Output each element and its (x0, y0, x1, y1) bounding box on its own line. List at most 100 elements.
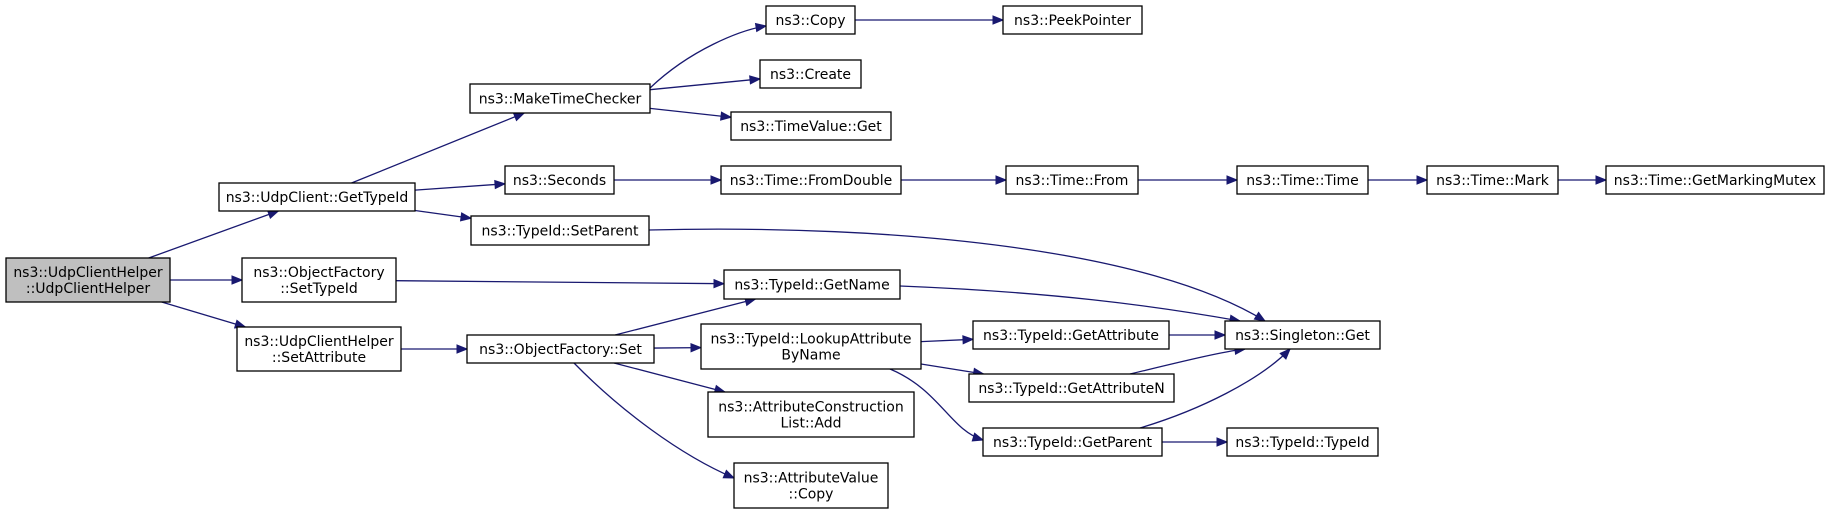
node-fromdouble[interactable]: ns3::Time::FromDouble (720, 165, 902, 195)
node-box (5, 257, 171, 303)
node-av-copy[interactable]: ns3::AttributeValue::Copy (733, 462, 889, 509)
edge-n_setparent-to-n_singleton_get (648, 228, 1267, 322)
node-label: ns3::Time::GetMarkingMutex (1614, 173, 1816, 189)
node-label: ns3::TypeId::LookupAttribute (710, 332, 911, 348)
node-box (1605, 165, 1825, 195)
node-label: ns3::Time::From (1016, 173, 1129, 189)
edge-n_lookup-to-n_getattribute (920, 335, 975, 345)
edge-n_gettypeid-to-n_maketimechecker (351, 112, 526, 184)
node-label: ::SetTypeId (280, 281, 358, 297)
node-box (968, 373, 1175, 403)
node-box (504, 165, 615, 195)
node-label: List::Add (780, 416, 841, 432)
node-box (1005, 165, 1139, 195)
node-box (466, 334, 655, 364)
node-box (982, 427, 1163, 457)
node-label: ns3::Copy (775, 13, 845, 29)
node-label: ns3::UdpClient::GetTypeId (226, 190, 409, 206)
node-box (1226, 427, 1379, 457)
node-peekpointer[interactable]: ns3::PeekPointer (1002, 5, 1143, 35)
edge-n_seconds-to-n_fromdouble (614, 175, 723, 185)
node-getname[interactable]: ns3::TypeId::GetName (723, 269, 901, 300)
edge-n_gettypeid-to-n_setparent (414, 209, 473, 222)
edge-n_getname-to-n_singleton_get (899, 285, 1242, 324)
node-box (1426, 165, 1559, 195)
node-box (218, 182, 416, 212)
node-label: ::Copy (789, 487, 834, 503)
node-box (733, 462, 889, 509)
node-box (972, 320, 1170, 350)
node-box (730, 111, 892, 141)
node-getparent[interactable]: ns3::TypeId::GetParent (982, 427, 1163, 457)
node-box (469, 83, 651, 114)
node-copy[interactable]: ns3::Copy (765, 5, 856, 35)
node-label: ns3::Time::FromDouble (730, 173, 893, 189)
edge-n_getparent-to-n_typeid_typeid (1162, 437, 1229, 447)
node-ch-setattr[interactable]: ns3::UdpClientHelper::SetAttribute (236, 326, 402, 372)
node-create[interactable]: ns3::Create (759, 59, 862, 89)
node-box (241, 257, 397, 303)
edge-n_maketimechecker-to-n_create (649, 75, 762, 91)
edge-n_ctor-to-n_gettypeid (148, 210, 280, 259)
node-label: ns3::Create (770, 67, 851, 83)
node-time-time[interactable]: ns3::Time::Time (1236, 165, 1369, 195)
node-typeid-typeid[interactable]: ns3::TypeId::TypeId (1226, 427, 1379, 457)
node-time-mark[interactable]: ns3::Time::Mark (1426, 165, 1559, 195)
edge-n_fromdouble-to-n_time_from (901, 175, 1008, 185)
node-box (1236, 165, 1369, 195)
edge-n_copy-to-n_peekpointer (855, 15, 1005, 25)
edge-n_time_mark-to-n_markingmutex (1558, 175, 1608, 185)
node-getattributen[interactable]: ns3::TypeId::GetAttributeN (968, 373, 1175, 403)
node-maketimechecker[interactable]: ns3::MakeTimeChecker (469, 83, 651, 114)
node-box (236, 326, 402, 372)
node-label: ns3::Time::Time (1246, 173, 1358, 189)
node-ctor: ns3::UdpClientHelper::UdpClientHelper (5, 257, 171, 303)
node-box (470, 215, 650, 246)
node-label: ns3::Singleton::Get (1235, 328, 1370, 344)
nodes-layer: ns3::UdpClientHelper::UdpClientHelperns3… (5, 5, 1825, 509)
edge-n_gettypeid-to-n_seconds (414, 179, 507, 191)
node-time-from[interactable]: ns3::Time::From (1005, 165, 1139, 195)
node-label: ns3::Seconds (513, 173, 606, 189)
node-seconds[interactable]: ns3::Seconds (504, 165, 615, 195)
edge-n_getattributen-to-n_singleton_get (1129, 345, 1247, 375)
node-box (759, 59, 862, 89)
node-gettypeid[interactable]: ns3::UdpClient::GetTypeId (218, 182, 416, 212)
node-box (1224, 320, 1381, 350)
node-of-settypeid[interactable]: ns3::ObjectFactory::SetTypeId (241, 257, 397, 303)
node-singleton-get[interactable]: ns3::Singleton::Get (1224, 320, 1381, 350)
node-box (723, 269, 901, 300)
node-label: ns3::ObjectFactory (253, 265, 384, 281)
node-box (720, 165, 902, 195)
edge-n_of_set-to-n_lookup (653, 342, 703, 353)
edge-n_ctor-to-n_of_settypeid (170, 275, 244, 285)
node-label: ::SetAttribute (272, 350, 366, 366)
node-of-set[interactable]: ns3::ObjectFactory::Set (466, 334, 655, 364)
node-label: ns3::ObjectFactory::Set (479, 342, 642, 358)
edge-n_getattribute-to-n_singleton_get (1169, 330, 1227, 340)
node-label: ByName (781, 348, 840, 364)
edge-n_time_time-to-n_time_mark (1368, 175, 1429, 185)
node-label: ns3::TypeId::GetAttribute (983, 328, 1159, 344)
node-label: ns3::TypeId::GetAttributeN (978, 381, 1164, 397)
node-label: ns3::TypeId::GetParent (993, 435, 1152, 451)
node-label: ns3::TypeId::TypeId (1235, 435, 1369, 451)
node-label: ns3::UdpClientHelper (13, 265, 163, 281)
node-label: ns3::TypeId::SetParent (482, 224, 639, 240)
node-setparent[interactable]: ns3::TypeId::SetParent (470, 215, 650, 246)
edge-n_time_from-to-n_time_time (1138, 175, 1239, 185)
node-tv-get[interactable]: ns3::TimeValue::Get (730, 111, 892, 141)
node-label: ns3::AttributeConstruction (718, 400, 903, 416)
edge-n_of_settypeid-to-n_getname (395, 278, 726, 289)
edge-n_of_set-to-n_av_copy (573, 362, 736, 479)
node-label: ns3::AttributeValue (744, 471, 879, 487)
node-box (1002, 5, 1143, 35)
edge-n_ch_setattr-to-n_of_set (401, 344, 469, 354)
node-markingmutex[interactable]: ns3::Time::GetMarkingMutex (1605, 165, 1825, 195)
node-box (765, 5, 856, 35)
node-label: ns3::TypeId::GetName (734, 278, 889, 294)
node-label: ns3::TimeValue::Get (740, 119, 882, 135)
node-getattribute[interactable]: ns3::TypeId::GetAttribute (972, 320, 1170, 350)
